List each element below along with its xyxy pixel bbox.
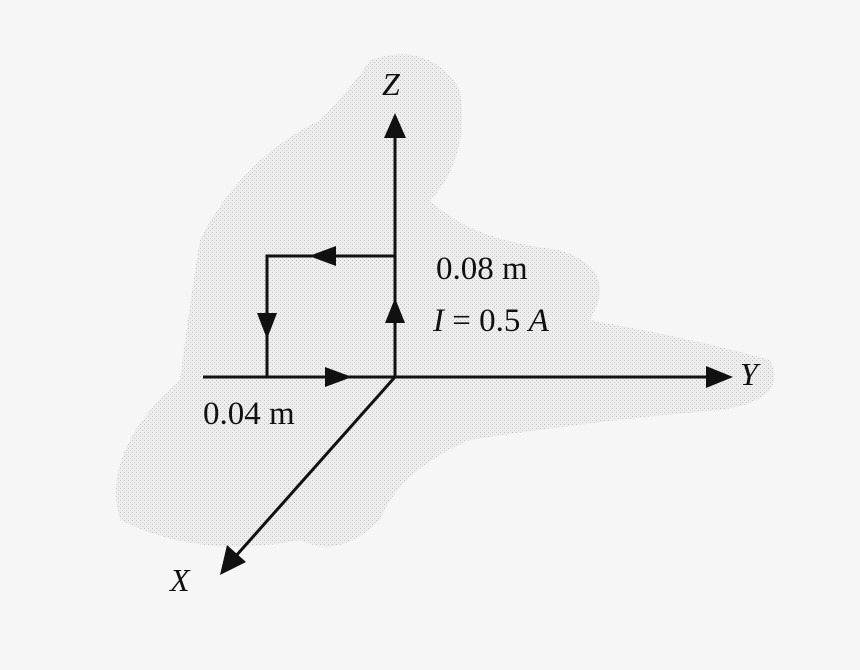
loop-arrow-down-icon <box>257 313 277 339</box>
height-label: 0.08 m <box>436 251 528 287</box>
x-axis-label: X <box>170 562 190 598</box>
z-axis-label: Z <box>382 66 400 102</box>
width-label: 0.04 m <box>203 396 295 432</box>
current-unit: A <box>528 303 549 339</box>
x-axis <box>233 376 397 558</box>
current-symbol: I <box>433 303 444 339</box>
y-axis-arrow-icon <box>706 366 733 388</box>
z-axis-arrow-icon <box>384 113 406 138</box>
loop-arrow-left-icon <box>309 246 336 266</box>
loop-arrow-right-icon <box>325 367 352 387</box>
y-axis-label: Y <box>740 356 758 392</box>
shaded-region <box>116 54 775 547</box>
current-value: = 0.5 <box>444 303 529 339</box>
x-axis-arrow-icon <box>220 545 246 575</box>
loop-arrow-up-icon <box>385 298 405 323</box>
current-label: I = 0.5 A <box>433 303 549 340</box>
